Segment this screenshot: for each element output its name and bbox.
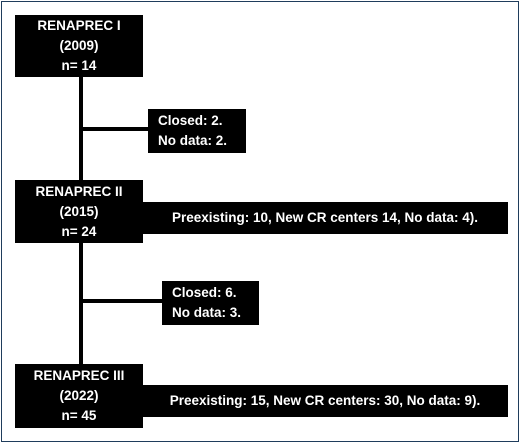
stage-count: n= 45: [61, 408, 97, 423]
stage-year: (2022): [59, 388, 99, 403]
stage-count: n= 14: [61, 58, 97, 73]
detail-box-1: Preexisting: 10, New CR centers 14, No d…: [142, 202, 508, 234]
closed-count: Closed: 2.: [158, 113, 223, 128]
stage-box-renaprec-1: RENAPREC I (2009) n= 14: [15, 15, 143, 77]
stage-name: RENAPREC III: [33, 368, 125, 383]
detail-box-2: Preexisting: 15, New CR centers: 30, No …: [142, 385, 508, 417]
stage-box-renaprec-3: RENAPREC III (2022) n= 45: [15, 364, 143, 428]
branch-connector-2: [81, 299, 163, 303]
no-data-count: No data: 3.: [172, 305, 242, 320]
detail-text: Preexisting: 10, New CR centers 14, No d…: [171, 210, 479, 225]
stage-box-renaprec-2: RENAPREC II (2015) n= 24: [15, 180, 143, 243]
detail-text: Preexisting: 15, New CR centers: 30, No …: [169, 393, 481, 408]
no-data-count: No data: 2.: [158, 133, 228, 148]
stage-count: n= 24: [61, 223, 97, 239]
stage-name: RENAPREC II: [35, 183, 123, 199]
side-note-box-2: Closed: 6. No data: 3.: [162, 281, 259, 325]
closed-count: Closed: 6.: [172, 285, 237, 300]
side-note-box-1: Closed: 2. No data: 2.: [148, 109, 246, 153]
branch-connector-1: [81, 127, 150, 131]
stage-year: (2015): [59, 203, 99, 219]
stage-name: RENAPREC I: [37, 18, 121, 33]
stage-year: (2009): [59, 38, 99, 53]
